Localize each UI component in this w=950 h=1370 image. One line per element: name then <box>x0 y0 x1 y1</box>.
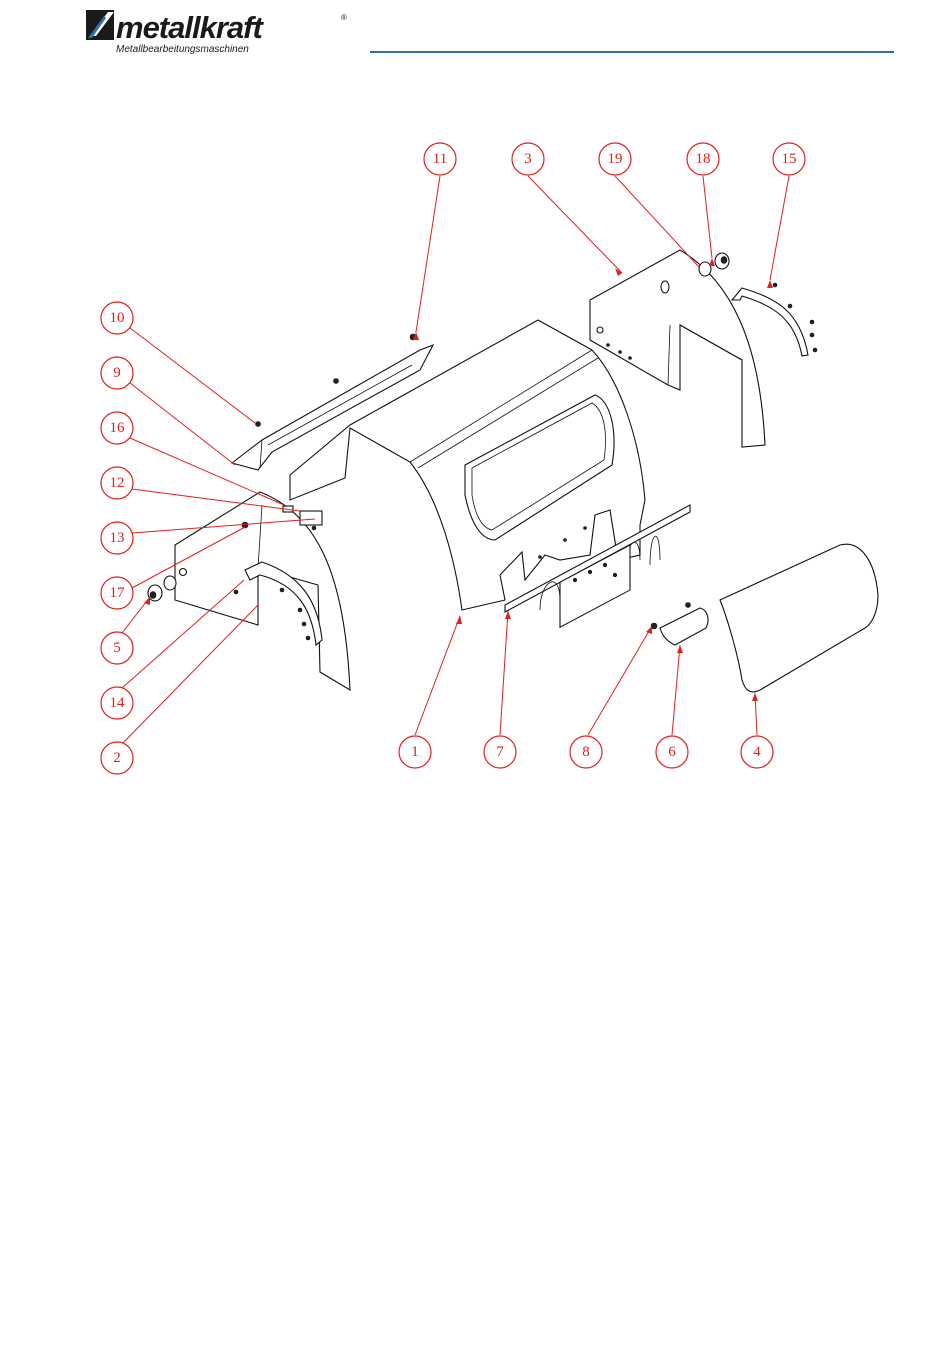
callout-17: 17 <box>101 577 133 609</box>
part-window-pane <box>720 544 878 692</box>
callout-10: 10 <box>101 302 133 334</box>
svg-text:2: 2 <box>113 750 121 766</box>
svg-text:6: 6 <box>668 744 676 760</box>
svg-text:4: 4 <box>753 744 761 760</box>
svg-text:1: 1 <box>411 744 419 760</box>
callout-12: 12 <box>101 467 133 499</box>
part-left-side-panel <box>175 492 350 690</box>
svg-text:13: 13 <box>110 530 125 546</box>
svg-text:11: 11 <box>433 151 447 167</box>
callout-5: 5 <box>101 632 133 664</box>
callout-3: 3 <box>512 143 544 175</box>
callout-2: 2 <box>101 742 133 774</box>
callout-7: 7 <box>484 736 516 768</box>
callout-15: 15 <box>773 143 805 175</box>
svg-text:19: 19 <box>608 151 623 167</box>
callout-1: 1 <box>399 736 431 768</box>
part-handle <box>651 603 708 646</box>
svg-text:15: 15 <box>782 151 797 167</box>
part-knob-assembly <box>148 576 176 601</box>
svg-text:18: 18 <box>696 151 711 167</box>
callout-9: 9 <box>101 357 133 389</box>
svg-text:12: 12 <box>110 475 125 491</box>
svg-text:16: 16 <box>110 420 126 436</box>
svg-text:8: 8 <box>582 744 590 760</box>
callout-11: 11 <box>424 143 456 175</box>
svg-text:7: 7 <box>496 744 504 760</box>
callout-19: 19 <box>599 143 631 175</box>
callout-8: 8 <box>570 736 602 768</box>
callout-18: 18 <box>687 143 719 175</box>
callout-13: 13 <box>101 522 133 554</box>
svg-text:14: 14 <box>110 695 126 711</box>
svg-text:17: 17 <box>110 585 126 601</box>
svg-text:9: 9 <box>113 365 121 381</box>
callout-4: 4 <box>741 736 773 768</box>
svg-text:3: 3 <box>524 151 532 167</box>
callout-16: 16 <box>101 412 133 444</box>
callout-6: 6 <box>656 736 688 768</box>
callout-14: 14 <box>101 687 133 719</box>
svg-text:10: 10 <box>110 310 125 326</box>
svg-text:5: 5 <box>113 640 121 656</box>
